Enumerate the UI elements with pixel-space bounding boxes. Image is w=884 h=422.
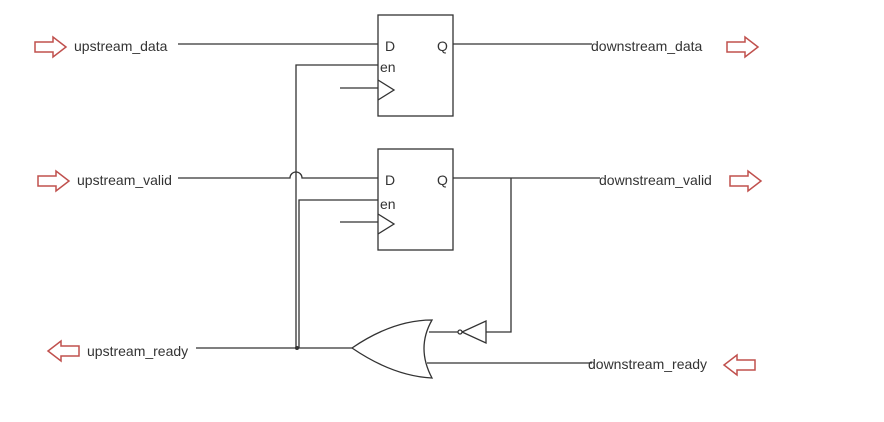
valid-flipflop-q-pin: Q <box>437 172 448 188</box>
upstream-valid-wire <box>178 171 378 179</box>
data-flipflop-en-pin: en <box>380 59 396 75</box>
downstream-valid-label: downstream_valid <box>599 172 712 188</box>
downstream-data-label: downstream_data <box>591 38 703 54</box>
downstream-ready-port-arrow <box>722 353 756 377</box>
enable-junction-dot <box>295 346 299 350</box>
data-flipflop-q-pin: Q <box>437 38 448 54</box>
upstream-ready-label: upstream_ready <box>87 343 188 359</box>
not-gate <box>460 319 487 345</box>
valid-feedback-wire <box>486 178 512 333</box>
data-flipflop-body <box>377 14 454 117</box>
data-flipflop-clock-symbol <box>377 79 396 101</box>
valid-flipflop-en-pin: en <box>380 196 396 212</box>
valid-flipflop-d-pin: D <box>385 172 395 188</box>
downstream-data-port-arrow <box>726 35 760 59</box>
upstream-data-port-arrow <box>34 35 68 59</box>
valid-flipflop-clock-symbol <box>377 213 396 235</box>
upstream-valid-label: upstream_valid <box>77 172 172 188</box>
not-gate-bubble <box>457 329 463 335</box>
upstream-ready-port-arrow <box>46 339 80 363</box>
upstream-valid-port-arrow <box>37 169 71 193</box>
valid-flipflop-enable-wire <box>298 199 378 348</box>
data-flipflop-d-pin: D <box>385 38 395 54</box>
or-gate <box>350 319 434 379</box>
valid-flipflop: D Q en <box>377 148 454 251</box>
valid-flipflop-body <box>377 148 454 251</box>
data-flipflop-enable-wire <box>295 64 378 348</box>
data-flipflop: D Q en <box>377 14 454 117</box>
upstream-data-label: upstream_data <box>74 38 168 54</box>
downstream-ready-label: downstream_ready <box>588 356 707 372</box>
downstream-valid-port-arrow <box>729 169 763 193</box>
